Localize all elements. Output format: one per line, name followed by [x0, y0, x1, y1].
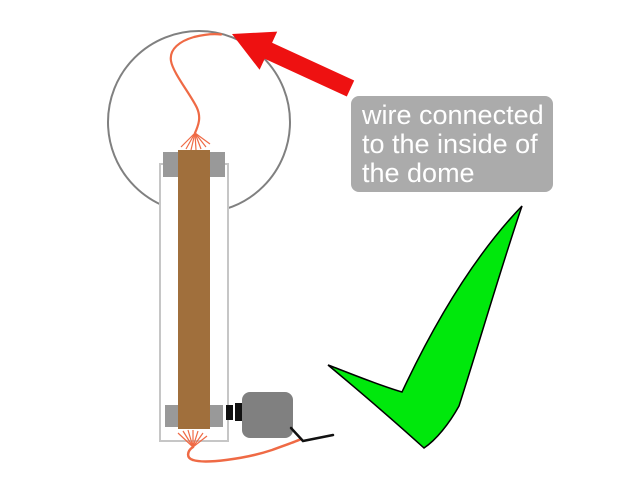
annotation-box: wire connected to the inside of the dome: [351, 96, 553, 192]
motor-shaft: [226, 403, 242, 421]
bottom-brush: [177, 429, 208, 448]
motor-lead-wire: [289, 426, 335, 443]
annotation-line: wire connected: [362, 100, 544, 130]
dome-connecting-wire: [169, 33, 223, 135]
top-brush: [180, 132, 211, 151]
belt: [178, 150, 210, 429]
motor: [242, 392, 293, 438]
annotation-line: the dome: [362, 158, 475, 188]
ground-wire: [186, 437, 303, 463]
red-arrow-icon: [232, 31, 355, 97]
annotation-line: to the inside of: [362, 129, 538, 159]
check-icon: [327, 205, 523, 449]
